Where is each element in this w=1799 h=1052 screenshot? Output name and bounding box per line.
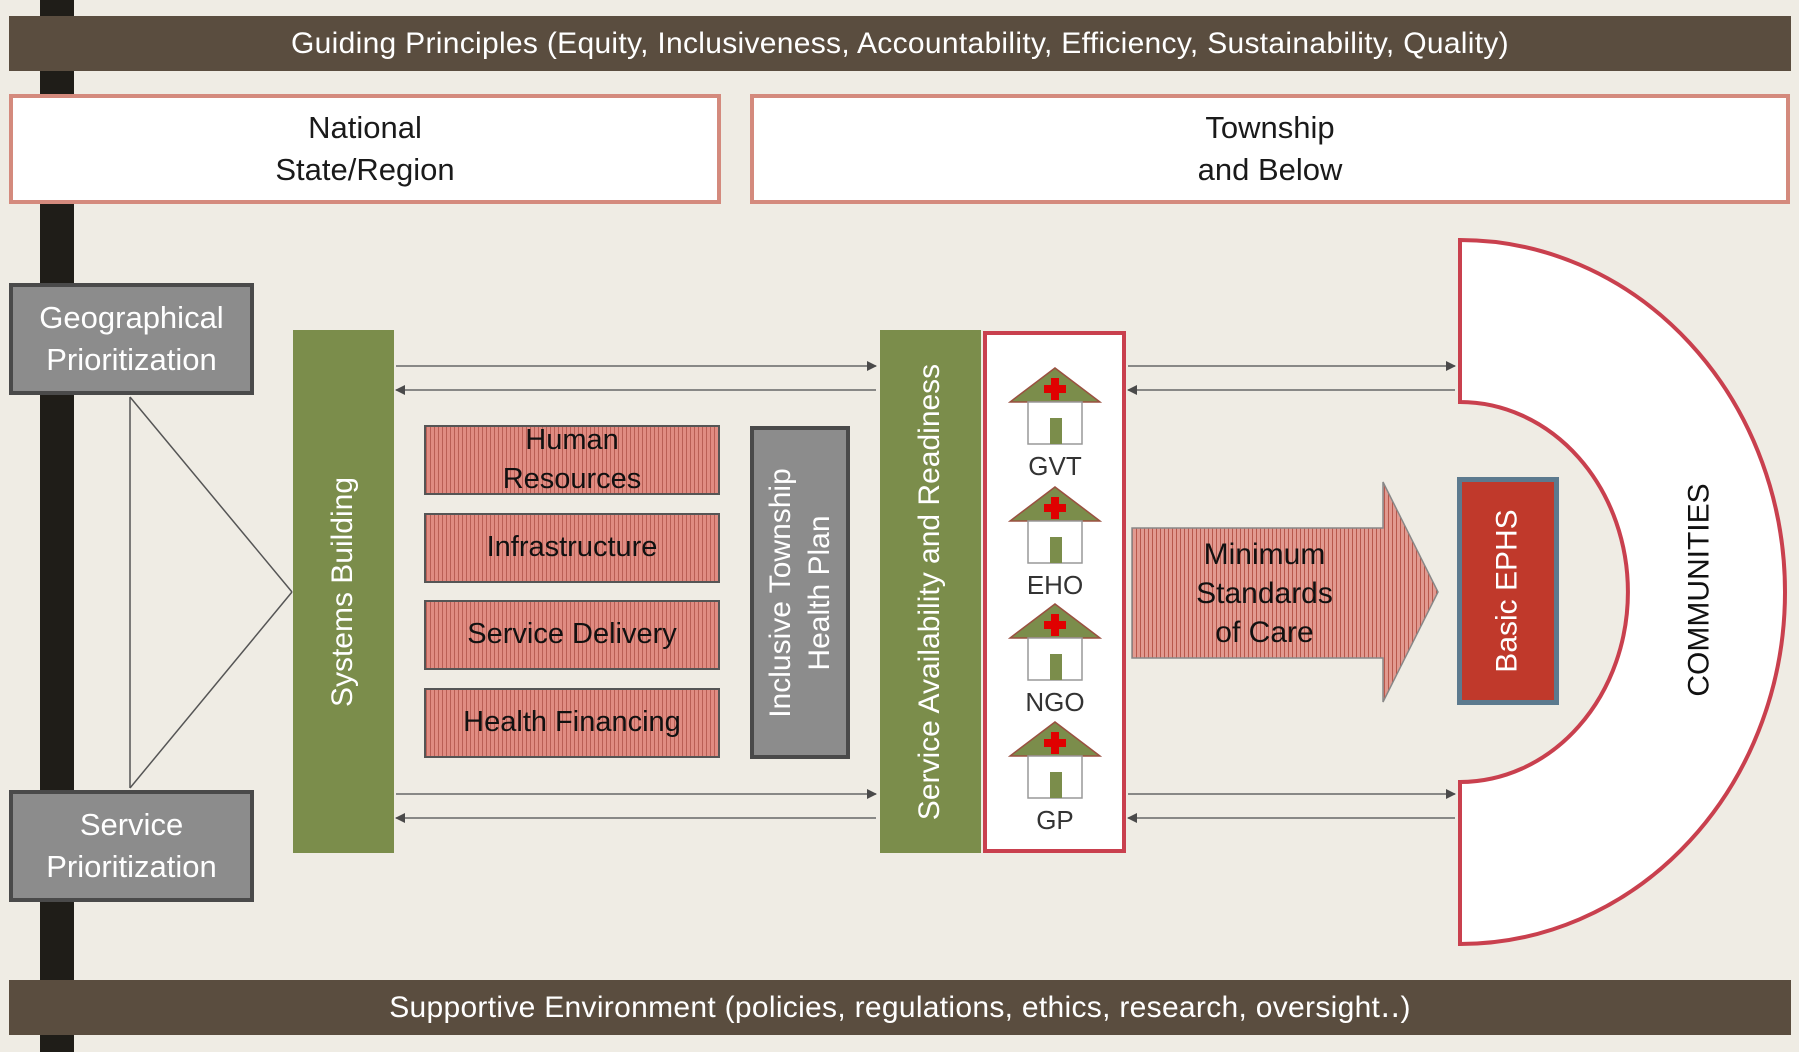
facility-label: NGO (1025, 687, 1085, 717)
facility-eho: EHO (1007, 485, 1103, 600)
facility-gp: GP (1007, 720, 1103, 835)
township-health-plan-label: Inclusive Township Health Plan (761, 468, 839, 718)
basic-ephs-label: Basic EPHS (1491, 509, 1525, 673)
facility-label: EHO (1026, 570, 1084, 600)
geo-prio-line2: Prioritization (46, 342, 217, 377)
township-level-box: Township and Below (750, 94, 1790, 204)
national-level-box: National State/Region (9, 94, 721, 204)
prioritization-connector (129, 396, 293, 789)
guiding-principles-band: Guiding Principles (Equity, Inclusivenes… (9, 16, 1791, 71)
township-health-plan-box: Inclusive Township Health Plan (750, 426, 850, 759)
guiding-principles-text: Guiding Principles (Equity, Inclusivenes… (291, 26, 1509, 60)
health-house-icon (1007, 367, 1103, 445)
service-prioritization-box: Service Prioritization (9, 790, 254, 902)
communities-label: COMMUNITIES (1683, 483, 1717, 697)
facility-ngo: NGO (1007, 602, 1103, 717)
health-house-icon (1007, 721, 1103, 799)
component-health-financing: Health Financing (424, 688, 720, 758)
health-house-icon (1007, 486, 1103, 564)
component-label-line2: Resources (502, 463, 642, 495)
service-prio-line2: Prioritization (46, 849, 217, 884)
component-label: Infrastructure (486, 531, 658, 564)
minimum-standards-arrow (1131, 481, 1439, 703)
basic-ephs-box: Basic EPHS (1457, 477, 1559, 705)
component-label: Service Delivery (467, 618, 677, 651)
communities-shape (1458, 237, 1787, 947)
township-plan-line1: Inclusive Township (764, 467, 797, 718)
communities-label-wrap: COMMUNITIES (1630, 440, 1770, 740)
supportive-environment-text: Supportive Environment (policies, regula… (389, 991, 1411, 1024)
component-label: Health Financing (463, 706, 681, 739)
facility-gvt: GVT (1007, 366, 1103, 481)
component-service-delivery: Service Delivery (424, 600, 720, 670)
service-prio-line1: Service (79, 807, 184, 843)
geographical-prioritization-box: Geographical Prioritization (9, 283, 254, 395)
minimum-standards-label: Minimum Standards of Care (1132, 528, 1397, 658)
and-below-label: and Below (1197, 152, 1343, 187)
facility-label: GVT (1028, 451, 1082, 481)
min-standards-line1: Minimum (1203, 537, 1326, 571)
component-human-resources: Human Resources (424, 424, 720, 495)
service-readiness-label: Service Availability and Readiness (913, 363, 947, 820)
township-label: Township (1205, 110, 1335, 146)
min-standards-line2: Standards (1196, 576, 1333, 610)
geo-prio-line1: Geographical (39, 300, 224, 336)
min-standards-line3: of Care (1215, 615, 1314, 649)
facility-label: GP (1036, 805, 1074, 835)
component-label: Human (525, 423, 619, 456)
systems-building-bar: Systems Building (293, 330, 394, 853)
township-plan-line2: Health Plan (803, 514, 836, 671)
component-infrastructure: Infrastructure (424, 513, 720, 583)
systems-building-label: Systems Building (326, 476, 360, 707)
supportive-environment-band: Supportive Environment (policies, regula… (9, 980, 1791, 1035)
national-label: National (308, 110, 422, 146)
state-region-label-text: State/Region (275, 152, 455, 187)
health-house-icon (1007, 603, 1103, 681)
service-readiness-bar: Service Availability and Readiness (880, 330, 981, 853)
